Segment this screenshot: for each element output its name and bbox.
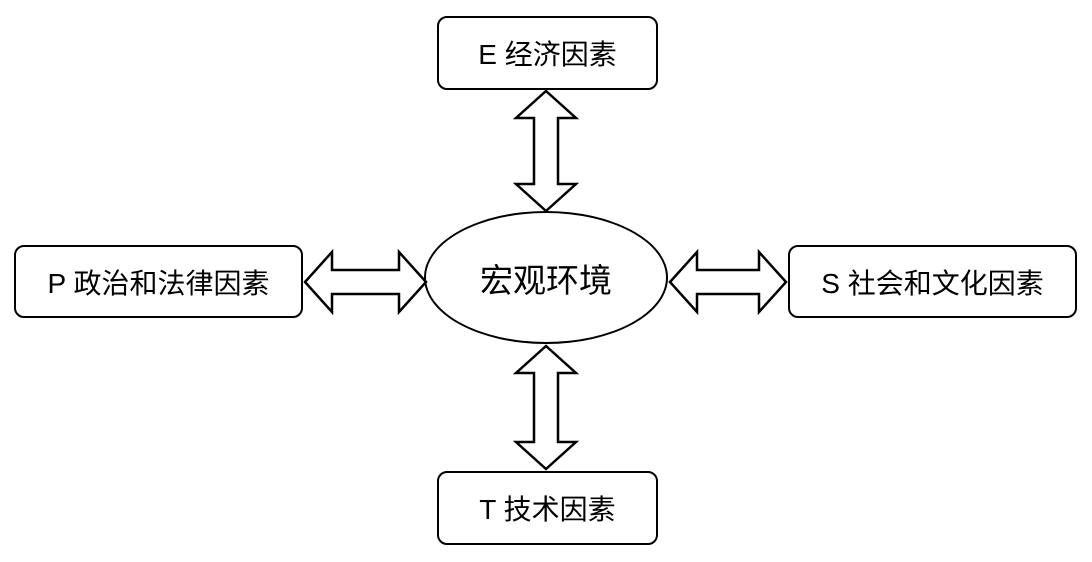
center-macro-environment-label: 宏观环境 bbox=[480, 261, 612, 299]
center-macro-environment-ellipse: 宏观环境 bbox=[424, 211, 668, 344]
node-technological-factors: T 技术因素 bbox=[437, 471, 658, 545]
node-social-cultural-factors: S 社会和文化因素 bbox=[788, 245, 1077, 318]
node-economic-factors: E 经济因素 bbox=[437, 16, 658, 90]
double-arrow-right-icon bbox=[668, 248, 788, 316]
double-arrow-top-icon bbox=[512, 89, 580, 213]
node-political-legal-label: P 政治和法律因素 bbox=[47, 267, 270, 299]
node-technological-label: T 技术因素 bbox=[479, 494, 616, 525]
node-economic-label: E 经济因素 bbox=[478, 39, 617, 70]
node-political-legal-factors: P 政治和法律因素 bbox=[14, 245, 303, 318]
node-social-cultural-label: S 社会和文化因素 bbox=[821, 267, 1044, 299]
double-arrow-bottom-icon bbox=[512, 344, 580, 471]
double-arrow-left-icon bbox=[303, 248, 428, 316]
